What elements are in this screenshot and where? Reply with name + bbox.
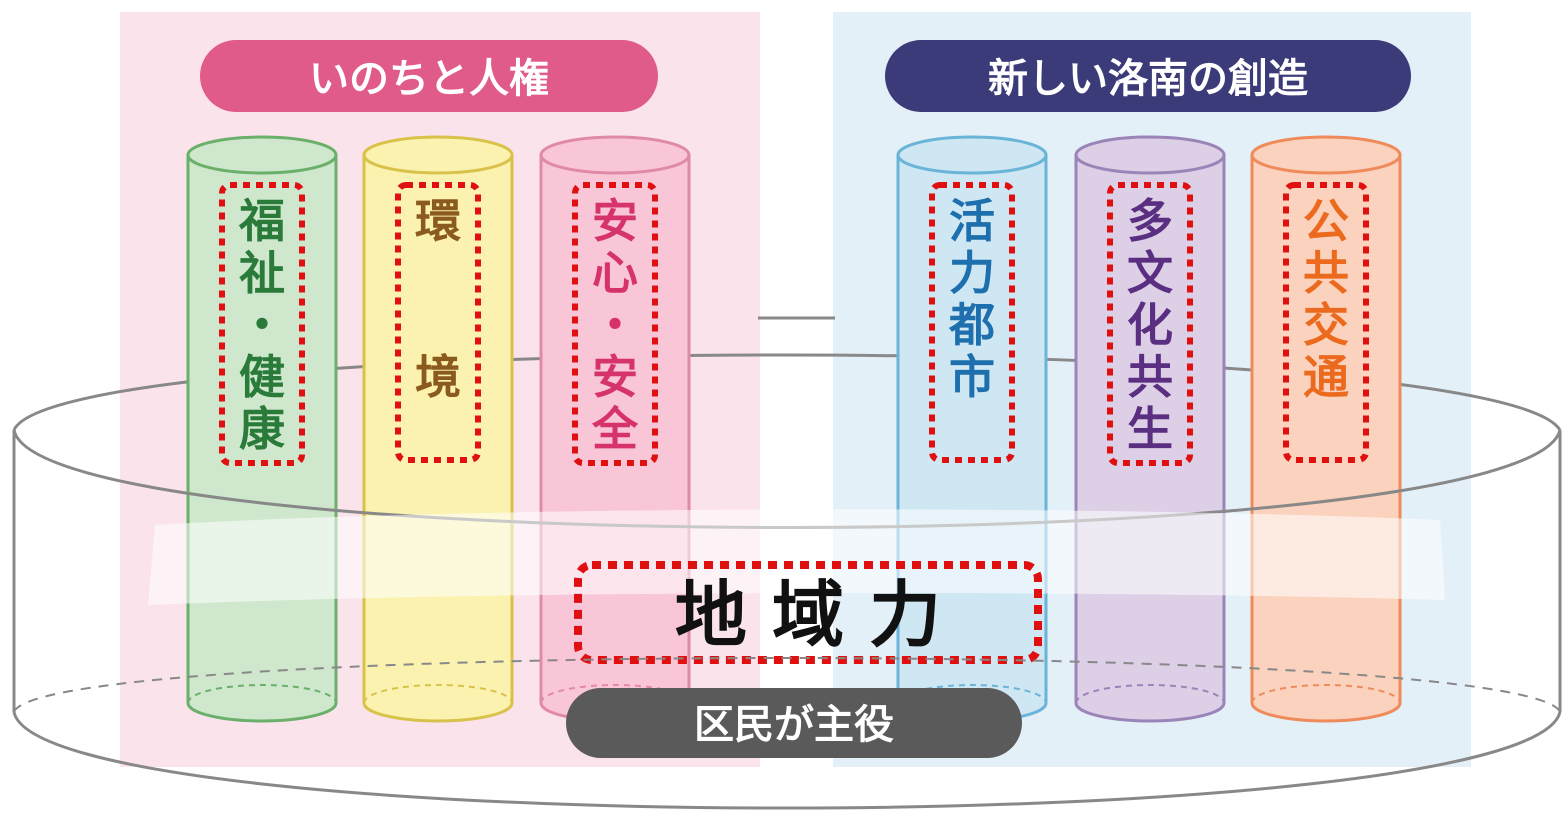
- pillar-bottom-back: [187, 684, 337, 704]
- pillar-top: [362, 135, 514, 175]
- pillar-bottom-back: [363, 684, 513, 704]
- pillar-bottom-back: [1075, 684, 1225, 704]
- base-label-pill: [566, 688, 1022, 758]
- band-label-box: [574, 561, 1042, 664]
- pillar: 公共交通: [1250, 135, 1402, 723]
- pillar: 環境: [362, 135, 514, 723]
- disk-top-back-arc: [12, 353, 1562, 431]
- disk-bottom-back-arc: [13, 657, 1561, 713]
- pillar-label-box: [219, 182, 305, 466]
- pillar-top: [186, 135, 338, 175]
- base-label: 区民が主役: [694, 702, 894, 748]
- pillar-top: [1250, 135, 1402, 175]
- right-group-title: 新しい洛南の創造: [988, 56, 1308, 102]
- pillar-label: 活力都市: [948, 194, 995, 404]
- pillar-label: 安心・安全: [591, 194, 639, 456]
- pillar-top: [896, 135, 1048, 175]
- pillar-label: 福祉・健康: [238, 194, 285, 456]
- right-group-title-pill: [885, 40, 1411, 112]
- pillar-top: [1074, 135, 1226, 175]
- pillar-label-box: [929, 182, 1015, 463]
- pillar-label-box: [1107, 182, 1193, 466]
- pillar-label-box: [572, 182, 658, 466]
- left-group-title-pill: [200, 40, 658, 112]
- pillar-label: 環境: [415, 194, 461, 404]
- pillar-bottom-back: [1251, 684, 1401, 704]
- pillar-label-box: [395, 182, 481, 463]
- left-group-title: いのちと人権: [309, 56, 549, 102]
- pillar: 安心・安全: [539, 135, 691, 723]
- pillar-label: 多文化共生: [1127, 194, 1173, 456]
- pillar-top: [539, 135, 691, 175]
- disk-bottom-front-arc: [12, 711, 1562, 810]
- pillar-label-box: [1283, 182, 1369, 463]
- pillar-label: 公共交通: [1303, 194, 1349, 404]
- band-label: 地 域 力: [675, 573, 941, 657]
- pillar: 多文化共生: [1074, 135, 1226, 723]
- pillar: 福祉・健康: [186, 135, 338, 723]
- community-band: [148, 509, 1445, 605]
